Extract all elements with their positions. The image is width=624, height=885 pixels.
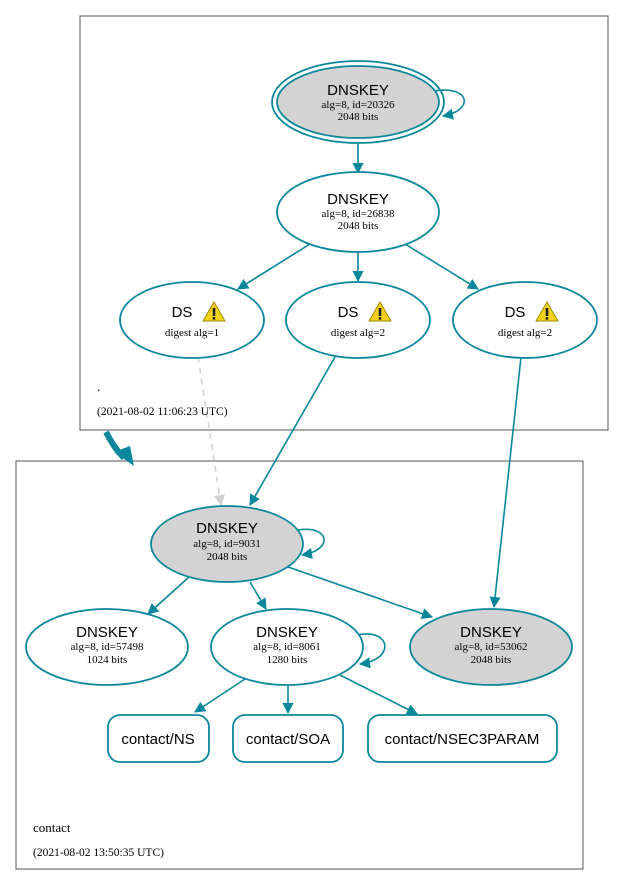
node-title: DS xyxy=(338,304,359,321)
edge-9031-57498 xyxy=(147,576,190,615)
node-bits: 2048 bits xyxy=(207,551,248,563)
edge-8061-ns xyxy=(194,678,246,713)
edge-zsk-ds1 xyxy=(237,243,311,290)
node-title: DNSKEY xyxy=(327,191,389,208)
node-title: DNSKEY xyxy=(256,624,318,641)
edge-9031-8061 xyxy=(249,581,267,610)
node-ds-2[interactable]: DS digest alg=2 xyxy=(285,281,431,359)
node-bits: 2048 bits xyxy=(338,220,379,232)
node-title: DS xyxy=(172,304,193,321)
node-bits: 1280 bits xyxy=(267,654,308,666)
node-detail: digest alg=1 xyxy=(165,327,219,339)
edge-zsk-ds3 xyxy=(404,243,479,290)
rrset-label: contact/NS xyxy=(121,731,194,748)
edge-9031-self xyxy=(297,528,325,559)
node-root-zsk[interactable]: DNSKEY alg=8, id=26838 2048 bits xyxy=(276,171,440,253)
zone-root-name: . xyxy=(97,379,100,394)
rrset-ns[interactable]: contact/NS xyxy=(107,714,210,763)
rrset-label: contact/NSEC3PARAM xyxy=(385,731,540,748)
edge-8061-nsec3param xyxy=(339,674,418,715)
node-ds-1[interactable]: DS digest alg=1 xyxy=(119,281,265,359)
zone-contact-timestamp: (2021-08-02 13:50:35 UTC) xyxy=(33,847,164,859)
node-bits: 2048 bits xyxy=(338,111,379,123)
node-contact-9031[interactable]: DNSKEY alg=8, id=9031 2048 bits xyxy=(150,505,304,583)
node-detail: digest alg=2 xyxy=(331,327,385,339)
node-title: DNSKEY xyxy=(76,624,138,641)
edge-ds3-53062 xyxy=(489,356,522,609)
zone-root-timestamp: (2021-08-02 11:06:23 UTC) xyxy=(97,406,228,418)
node-ds-3[interactable]: DS digest alg=2 xyxy=(452,281,598,359)
rrset-nsec3param[interactable]: contact/NSEC3PARAM xyxy=(367,714,558,763)
node-contact-57498[interactable]: DNSKEY alg=8, id=57498 1024 bits xyxy=(25,608,189,686)
edge-9031-53062 xyxy=(287,566,434,619)
node-detail: alg=8, id=26838 xyxy=(322,208,395,220)
node-title: DNSKEY xyxy=(460,624,522,641)
edge-8061-self xyxy=(356,633,386,669)
node-detail: digest alg=2 xyxy=(498,327,552,339)
edge-ksk-self xyxy=(433,89,465,120)
node-detail: alg=8, id=53062 xyxy=(455,641,528,653)
edge-ds2-9031 xyxy=(249,356,336,506)
node-detail: alg=8, id=57498 xyxy=(71,641,144,653)
zone-contact-name: contact xyxy=(33,820,71,835)
node-contact-8061[interactable]: DNSKEY alg=8, id=8061 1280 bits xyxy=(210,608,364,686)
node-detail: alg=8, id=9031 xyxy=(193,538,260,550)
node-title: DS xyxy=(505,304,526,321)
node-bits: 1024 bits xyxy=(87,654,128,666)
node-title: DNSKEY xyxy=(327,82,389,99)
node-bits: 2048 bits xyxy=(471,654,512,666)
node-root-ksk[interactable]: DNSKEY alg=8, id=20326 2048 bits xyxy=(271,60,445,144)
edge-ds1-9031 xyxy=(197,356,225,507)
delegation-arrowhead xyxy=(114,446,134,466)
node-detail: alg=8, id=8061 xyxy=(253,641,320,653)
node-title: DNSKEY xyxy=(196,520,258,537)
rrset-soa[interactable]: contact/SOA xyxy=(232,714,344,763)
node-contact-53062[interactable]: DNSKEY alg=8, id=53062 2048 bits xyxy=(409,608,573,686)
rrset-label: contact/SOA xyxy=(246,731,330,748)
node-detail: alg=8, id=20326 xyxy=(322,99,395,111)
